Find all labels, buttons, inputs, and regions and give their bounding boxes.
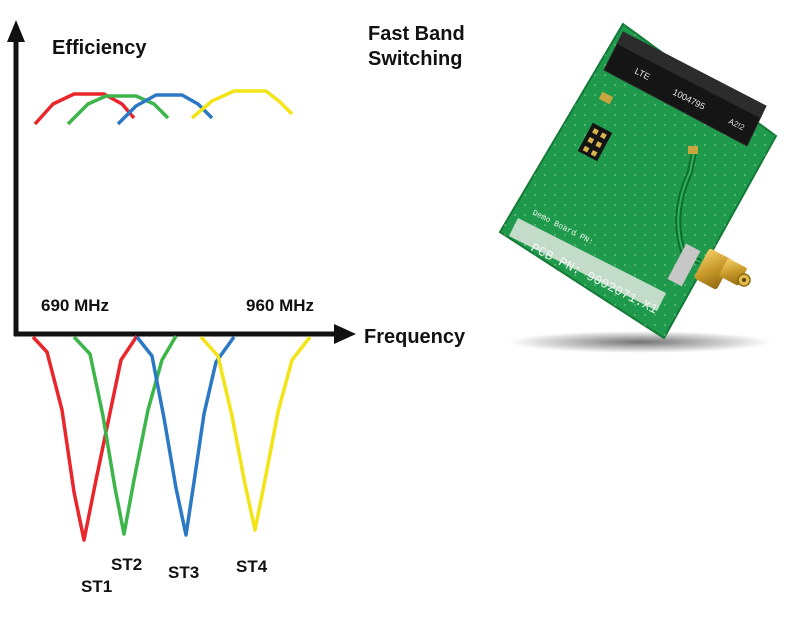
demo-board-image: LTE 1004795 A2!2 Demo Board PN: PCB PN: …	[498, 22, 778, 353]
dip-curve-st1	[31, 335, 139, 542]
efficiency-curve-st3	[116, 93, 214, 126]
efficiency-curve-st2	[66, 94, 170, 126]
pad	[598, 91, 614, 105]
state-label-st1: ST1	[81, 577, 112, 596]
freq-mark-low: 690 MHz	[41, 296, 109, 315]
x-axis-label: Frequency	[364, 326, 466, 348]
silkscreen-box	[509, 218, 666, 311]
axes	[7, 20, 356, 344]
state-label-st3: ST3	[168, 563, 199, 582]
trace-pad	[688, 146, 698, 154]
return-loss-curves	[31, 335, 312, 542]
y-axis-label: Efficiency	[52, 37, 147, 59]
title-line-2: Switching	[368, 48, 462, 70]
sma-connector	[667, 243, 751, 290]
freq-mark-high: 960 MHz	[246, 296, 314, 315]
board-shadow	[508, 331, 772, 353]
efficiency-curve-st4	[190, 89, 294, 120]
pin-header	[577, 122, 613, 162]
efficiency-curves	[33, 89, 294, 126]
dip-curve-st2	[72, 335, 178, 536]
x-axis-arrow-icon	[334, 324, 356, 344]
dip-curve-st4	[199, 335, 312, 532]
state-label-st2: ST2	[111, 555, 142, 574]
y-axis-arrow-icon	[7, 20, 25, 42]
efficiency-curve-st1	[33, 92, 136, 126]
state-label-st4: ST4	[236, 557, 268, 576]
antenna-chip-top	[617, 32, 766, 118]
dip-curve-st3	[135, 335, 236, 537]
title-line-1: Fast Band	[368, 23, 465, 45]
